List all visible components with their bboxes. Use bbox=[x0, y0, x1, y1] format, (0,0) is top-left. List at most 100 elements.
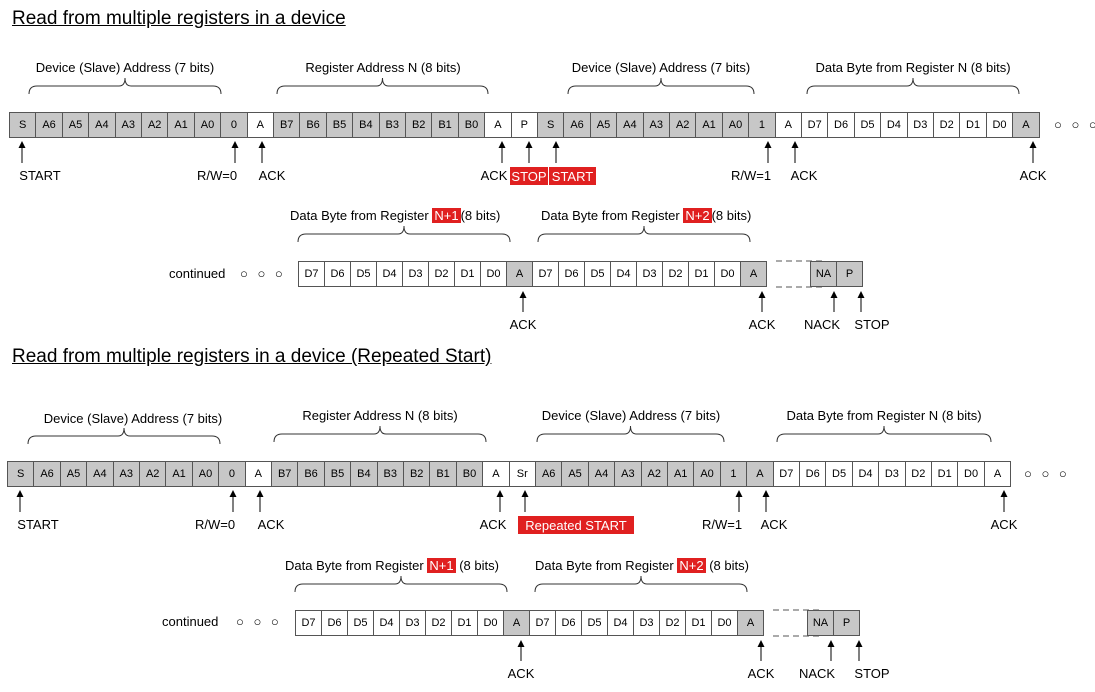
frame-bit-cell: A2 bbox=[640, 461, 668, 487]
label-start: START bbox=[19, 168, 61, 183]
frame-bit-cell: A bbox=[503, 610, 530, 636]
frame-bit-cell: B5 bbox=[325, 112, 354, 138]
curly-brace bbox=[536, 425, 725, 443]
frame-bit-cell: A0 bbox=[193, 112, 222, 138]
frame-bit-cell: D1 bbox=[454, 261, 481, 287]
frame-bit-cell: D0 bbox=[711, 610, 738, 636]
pointer-arrowhead bbox=[525, 141, 533, 148]
frame-bit-cell: D5 bbox=[581, 610, 608, 636]
brace-label-device-address: Device (Slave) Address (7 bits) bbox=[35, 60, 215, 75]
frame-bit-cell: A3 bbox=[112, 461, 140, 487]
frame-bit-cell: D4 bbox=[610, 261, 637, 287]
frame-bit-cell: A bbox=[244, 461, 272, 487]
frame-bit-cell: B3 bbox=[376, 461, 404, 487]
pointer-arrowhead bbox=[791, 141, 799, 148]
frame-bit-cell: A bbox=[1012, 112, 1040, 138]
label-ack: ACK bbox=[257, 517, 285, 532]
continuation-dots: ○ ○ ○ bbox=[240, 266, 286, 281]
frame-bit-cell: B7 bbox=[273, 112, 301, 138]
brace-label-data-byte-n2: Data Byte from Register N+2 (8 bits) bbox=[535, 558, 749, 573]
register-highlight-n1: N+1 bbox=[432, 208, 461, 223]
section-title-read-multiple-repeated-start: Read from multiple registers in a device… bbox=[12, 346, 492, 367]
frame-bit-cell: P bbox=[836, 261, 863, 287]
frame-bit-cell: A1 bbox=[167, 112, 195, 138]
frame-bit-cell: D6 bbox=[799, 461, 827, 487]
label-ack: ACK bbox=[760, 517, 788, 532]
frame-bit-cell: D7 bbox=[532, 261, 559, 287]
section-title-read-multiple: Read from multiple registers in a device bbox=[12, 8, 346, 29]
frame-bit-cell: A0 bbox=[191, 461, 220, 487]
frame-bit-cell: D5 bbox=[825, 461, 853, 487]
register-highlight-n1: N+1 bbox=[427, 558, 456, 573]
label-continued: continued bbox=[169, 266, 226, 281]
pointer-arrowhead bbox=[18, 141, 26, 148]
pointer-arrowhead bbox=[827, 640, 835, 647]
pointer-arrowhead bbox=[231, 141, 239, 148]
frame-bit-cell: B0 bbox=[457, 112, 486, 138]
label-start: START bbox=[17, 517, 59, 532]
curly-brace bbox=[273, 425, 487, 443]
label-stop-highlight: STOP bbox=[510, 167, 548, 185]
frame-bit-cell: B4 bbox=[352, 112, 380, 138]
pointer-arrowhead bbox=[757, 640, 765, 647]
frame-bit-cell: 1 bbox=[748, 112, 776, 138]
frame-bit-cell: A4 bbox=[88, 112, 116, 138]
frame-bit-cell: D7 bbox=[801, 112, 829, 138]
pointer-arrowhead bbox=[762, 490, 770, 497]
curly-brace bbox=[27, 427, 221, 445]
frame-bit-cell: D6 bbox=[827, 112, 855, 138]
pointer-arrowhead bbox=[258, 141, 266, 148]
pointer-arrowhead bbox=[521, 490, 529, 497]
label-ack: ACK bbox=[507, 666, 535, 681]
register-highlight-n2: N+2 bbox=[683, 208, 712, 223]
brace-label-bits: (8 bits) bbox=[460, 208, 501, 223]
curly-brace bbox=[806, 77, 1020, 95]
frame-bit-cell: A bbox=[983, 461, 1012, 487]
register-highlight-n2: N+2 bbox=[677, 558, 706, 573]
frame-bit-cell: D1 bbox=[959, 112, 987, 138]
frame-bit-cell: A1 bbox=[165, 461, 193, 487]
brace-label-text: Data Byte from Register bbox=[290, 208, 429, 223]
curly-brace bbox=[776, 425, 992, 443]
curly-brace bbox=[276, 77, 489, 95]
frame-bit-cell: D1 bbox=[685, 610, 712, 636]
label-repeated-start-highlight: Repeated START bbox=[518, 516, 634, 534]
brace-label-device-address-2: Device (Slave) Address (7 bits) bbox=[571, 60, 751, 75]
label-rw1: R/W=1 bbox=[701, 517, 743, 532]
frame-bit-cell: D4 bbox=[607, 610, 634, 636]
frame-bit-cell: D5 bbox=[584, 261, 611, 287]
brace-label-data-byte-n: Data Byte from Register N (8 bits) bbox=[815, 60, 1011, 75]
brace-label-data-byte-n1: Data Byte from Register N+1 (8 bits) bbox=[285, 558, 499, 573]
frame-bit-cell: P bbox=[510, 112, 538, 138]
label-stop: STOP bbox=[854, 666, 890, 681]
curly-brace bbox=[534, 575, 748, 593]
curly-brace bbox=[567, 77, 755, 95]
frame-bit-cell: A5 bbox=[561, 461, 589, 487]
frame-bit-cell: D7 bbox=[298, 261, 325, 287]
label-nack: NACK bbox=[803, 317, 841, 332]
frame-bit-cell: D0 bbox=[477, 610, 504, 636]
label-ack: ACK bbox=[1019, 168, 1047, 183]
brace-label-register-address: Register Address N (8 bits) bbox=[302, 408, 458, 423]
pointer-arrowhead bbox=[1000, 490, 1008, 497]
label-start-highlight: START bbox=[549, 167, 596, 185]
pointer-arrowhead bbox=[764, 141, 772, 148]
frame-bit-cell: D3 bbox=[878, 461, 906, 487]
brace-label-data-byte-n2: Data Byte from Register N+2(8 bits) bbox=[541, 208, 751, 223]
frame-bit-cell: A4 bbox=[86, 461, 114, 487]
frame-bit-cell: D6 bbox=[324, 261, 351, 287]
frame-bit-cell: A2 bbox=[139, 461, 167, 487]
frame-bit-cell: D7 bbox=[529, 610, 556, 636]
label-nack: NACK bbox=[798, 666, 836, 681]
curly-brace bbox=[28, 77, 222, 95]
pointer-arrowhead bbox=[496, 490, 504, 497]
pointer-arrowhead bbox=[552, 141, 560, 148]
frame-bit-cell: B6 bbox=[299, 112, 327, 138]
frame-bit-cell: A0 bbox=[721, 112, 750, 138]
frame-bit-cell: A5 bbox=[589, 112, 618, 138]
frame-bit-cell: D1 bbox=[931, 461, 959, 487]
frame-bit-cell: 0 bbox=[220, 112, 248, 138]
label-ack: ACK bbox=[480, 168, 508, 183]
frame-bit-cell: A2 bbox=[669, 112, 697, 138]
